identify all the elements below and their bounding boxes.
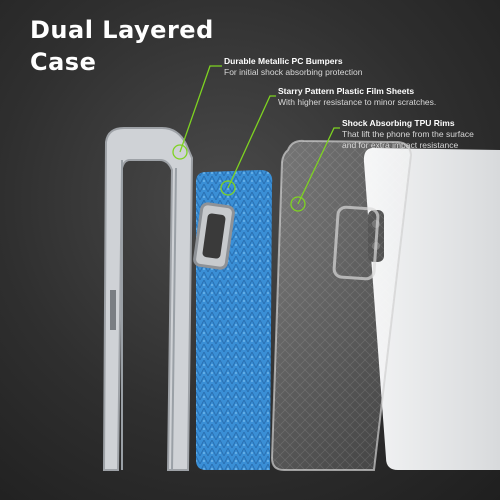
tpu-rim-case (270, 139, 413, 471)
callout-tpu-text-2: and for extra impact resistance (342, 140, 459, 150)
callout-line-tpu (297, 127, 340, 205)
callout-tpu: Shock Absorbing TPU Rims That lift the p… (342, 118, 474, 151)
headline-line1: Dual Layered (30, 16, 214, 44)
callout-line-bumpers (179, 65, 222, 153)
callout-bumpers: Durable Metallic PC Bumpers For initial … (224, 56, 362, 78)
callout-film: Starry Pattern Plastic Film Sheets With … (278, 86, 436, 108)
callout-film-heading: Starry Pattern Plastic Film Sheets (278, 86, 415, 96)
callout-line-film (227, 95, 276, 189)
callout-marker-tpu (290, 196, 306, 212)
callout-bumpers-heading: Durable Metallic PC Bumpers (224, 56, 343, 66)
callout-pointers (172, 65, 340, 212)
headline: Dual Layered Case (30, 14, 214, 78)
metallic-bumper (102, 127, 194, 471)
callout-tpu-text-1: That lift the phone from the surface (342, 129, 474, 139)
callout-bumpers-text: For initial shock absorbing protection (224, 67, 363, 77)
headline-line2: Case (30, 48, 97, 76)
starry-film-sheet (193, 170, 273, 470)
callout-tpu-heading: Shock Absorbing TPU Rims (342, 118, 455, 128)
callout-marker-bumpers (172, 144, 188, 160)
callout-marker-film (220, 180, 236, 196)
callout-film-text: With higher resistance to minor scratche… (278, 97, 437, 107)
